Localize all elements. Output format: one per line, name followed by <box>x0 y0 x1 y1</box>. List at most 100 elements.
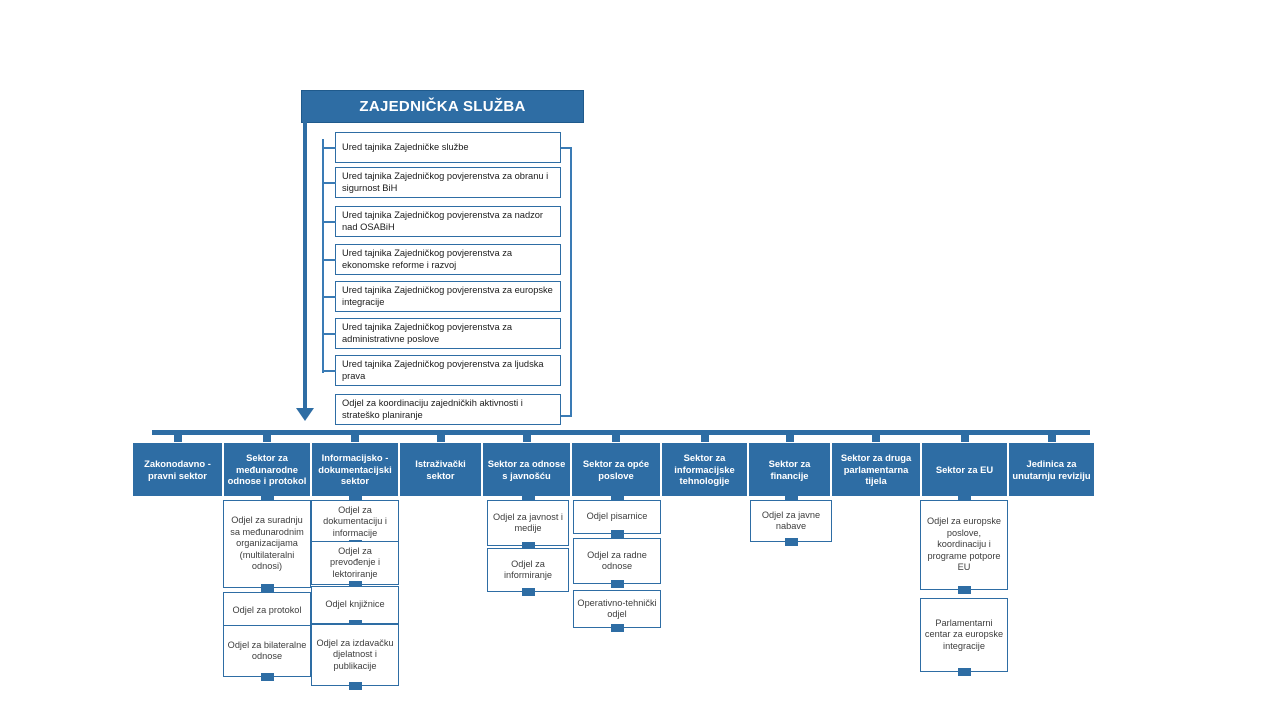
department-connector-stub <box>958 494 971 502</box>
department-label: Odjel za informiranje <box>504 558 552 581</box>
department-box[interactable]: Operativno-tehnički odjel <box>573 590 661 628</box>
department-connector-stub <box>611 624 624 632</box>
department-connector-stub <box>785 538 798 546</box>
sector-bus-stub <box>263 430 271 444</box>
staff-unit-box[interactable]: Ured tajnika Zajedničkog povjerenstva za… <box>335 167 561 198</box>
staff-unit-box[interactable]: Ured tajnika Zajedničkog povjerenstva za… <box>335 355 561 386</box>
department-connector-stub <box>261 673 274 681</box>
department-connector-stub <box>958 668 971 676</box>
sector-box[interactable]: Informacijsko - dokumentacijski sektor <box>311 442 399 497</box>
staff-unit-label: Ured tajnika Zajedničkog povjerenstva za… <box>342 358 544 381</box>
department-connector-stub <box>522 494 535 502</box>
department-label: Odjel pisarnice <box>586 511 648 522</box>
sector-label: Sektor za međunarodne odnose i protokol <box>227 452 307 487</box>
staff-unit-label: Ured tajnika Zajedničkog povjerenstva za… <box>342 284 553 307</box>
department-label: Operativno-tehnički odjel <box>577 597 657 620</box>
department-connector-stub <box>349 682 362 690</box>
sector-label: Sektor za financije <box>768 458 811 481</box>
staff-unit-box[interactable]: Ured tajnika Zajedničkog povjerenstva za… <box>335 244 561 275</box>
sector-box[interactable]: Istraživački sektor <box>399 442 482 497</box>
sector-bus-stub <box>351 430 359 444</box>
department-label: Odjel za dokumentaciju i informacije <box>323 504 387 538</box>
sector-bus-stub <box>436 430 445 444</box>
department-box[interactable]: Odjel za suradnju sa međunarodnim organi… <box>223 500 311 588</box>
department-label: Odjel knjižnice <box>325 599 385 610</box>
staff-unit-connector <box>322 296 336 298</box>
sector-bus-stub <box>700 430 709 444</box>
department-label: Odjel za europske poslove, koordinaciju … <box>926 516 1002 573</box>
department-label: Parlamentarni centar za europske integra… <box>924 617 1004 651</box>
staff-unit-connector <box>322 221 336 223</box>
department-connector-stub <box>522 588 535 596</box>
department-box[interactable]: Odjel knjižnice <box>311 586 399 624</box>
sector-box[interactable]: Sektor za informacijske tehnologije <box>661 442 748 497</box>
department-connector-stub <box>261 494 274 502</box>
department-connector-stub <box>785 494 798 502</box>
sector-bus-stub <box>872 430 880 444</box>
sector-box[interactable]: Sektor za opće poslove <box>571 442 661 497</box>
sector-label: Zakonodavno - pravni sektor <box>144 458 211 481</box>
department-box[interactable]: Odjel za protokol <box>223 592 311 630</box>
department-label: Odjel za bilateralne odnose <box>227 639 307 662</box>
staff-unit-box[interactable]: Ured tajnika Zajedničkog povjerenstva za… <box>335 206 561 237</box>
staff-right-bracket-bottom <box>561 415 572 417</box>
department-connector-stub <box>611 494 624 502</box>
department-connector-stub <box>611 580 624 588</box>
staff-unit-box[interactable]: Ured tajnika Zajedničke službe <box>335 132 561 163</box>
department-connector-stub <box>349 581 362 589</box>
sector-label: Sektor za opće poslove <box>582 458 650 481</box>
staff-right-bracket-top <box>561 147 572 149</box>
department-box[interactable]: Odjel za javnost i medije <box>487 500 569 546</box>
sector-box[interactable]: Sektor za druga parlamentarna tijela <box>831 442 921 497</box>
department-label: Odjel za radne odnose <box>587 549 647 572</box>
staff-left-bracket <box>322 139 324 373</box>
department-box[interactable]: Odjel za europske poslove, koordinaciju … <box>920 500 1008 590</box>
staff-unit-label: Ured tajnika Zajedničkog povjerenstva za… <box>342 321 513 344</box>
department-label: Odjel za izdavačku djelatnost i publikac… <box>316 637 394 671</box>
department-label: Odjel za javne nabave <box>761 509 821 532</box>
staff-unit-label: Odjel za koordinaciju zajedničkih aktivn… <box>342 397 523 420</box>
department-connector-stub <box>958 586 971 594</box>
staff-unit-box[interactable]: Odjel za koordinaciju zajedničkih aktivn… <box>335 394 561 425</box>
sector-label: Istraživački sektor <box>415 458 466 481</box>
sector-box[interactable]: Jedinica za unutarnju reviziju <box>1008 442 1095 497</box>
department-label: Odjel za suradnju sa međunarodnim organi… <box>230 515 304 572</box>
sector-bus-stub <box>960 430 969 444</box>
staff-unit-box[interactable]: Ured tajnika Zajedničkog povjerenstva za… <box>335 281 561 312</box>
department-box[interactable]: Odjel za javne nabave <box>750 500 832 542</box>
department-box[interactable]: Odjel za dokumentaciju i informacije <box>311 500 399 544</box>
department-box[interactable]: Odjel za prevođenje i lektoriranje <box>311 541 399 585</box>
sector-bus-stub <box>785 430 794 444</box>
sector-box[interactable]: Sektor za odnose s javnošću <box>482 442 571 497</box>
staff-unit-label: Ured tajnika Zajedničke službe <box>342 141 469 152</box>
department-connector-stub <box>261 584 274 592</box>
sector-box[interactable]: Sektor za međunarodne odnose i protokol <box>223 442 311 497</box>
sector-label: Sektor za odnose s javnošću <box>487 458 566 481</box>
department-box[interactable]: Parlamentarni centar za europske integra… <box>920 598 1008 672</box>
staff-unit-connector <box>322 182 336 184</box>
staff-unit-label: Ured tajnika Zajedničkog povjerenstva za… <box>342 247 513 270</box>
sector-box[interactable]: Sektor za EU <box>921 442 1008 497</box>
sector-box[interactable]: Zakonodavno - pravni sektor <box>132 442 223 497</box>
staff-unit-connector <box>322 333 336 335</box>
department-box[interactable]: Odjel za informiranje <box>487 548 569 592</box>
sector-distribution-bus <box>152 430 1090 435</box>
sector-box[interactable]: Sektor za financije <box>748 442 831 497</box>
department-box[interactable]: Odjel za bilateralne odnose <box>223 625 311 677</box>
department-connector-stub <box>611 530 624 538</box>
department-box[interactable]: Odjel za izdavačku djelatnost i publikac… <box>311 624 399 686</box>
sector-bus-stub <box>173 430 182 444</box>
staff-unit-label: Ured tajnika Zajedničkog povjerenstva za… <box>342 170 549 193</box>
department-box[interactable]: Odjel pisarnice <box>573 500 661 534</box>
staff-unit-label: Ured tajnika Zajedničkog povjerenstva za… <box>342 209 544 232</box>
department-label: Odjel za protokol <box>232 605 302 616</box>
staff-unit-box[interactable]: Ured tajnika Zajedničkog povjerenstva za… <box>335 318 561 349</box>
department-connector-stub <box>522 542 535 550</box>
sector-label: Informacijsko - dokumentacijski sektor <box>318 452 392 487</box>
staff-right-bracket <box>570 147 572 417</box>
sector-bus-stub <box>1047 430 1056 444</box>
chart-title-box: ZAJEDNIČKA SLUŽBA <box>301 90 584 123</box>
department-box[interactable]: Odjel za radne odnose <box>573 538 661 584</box>
sector-label: Jedinica za unutarnju reviziju <box>1012 458 1091 481</box>
